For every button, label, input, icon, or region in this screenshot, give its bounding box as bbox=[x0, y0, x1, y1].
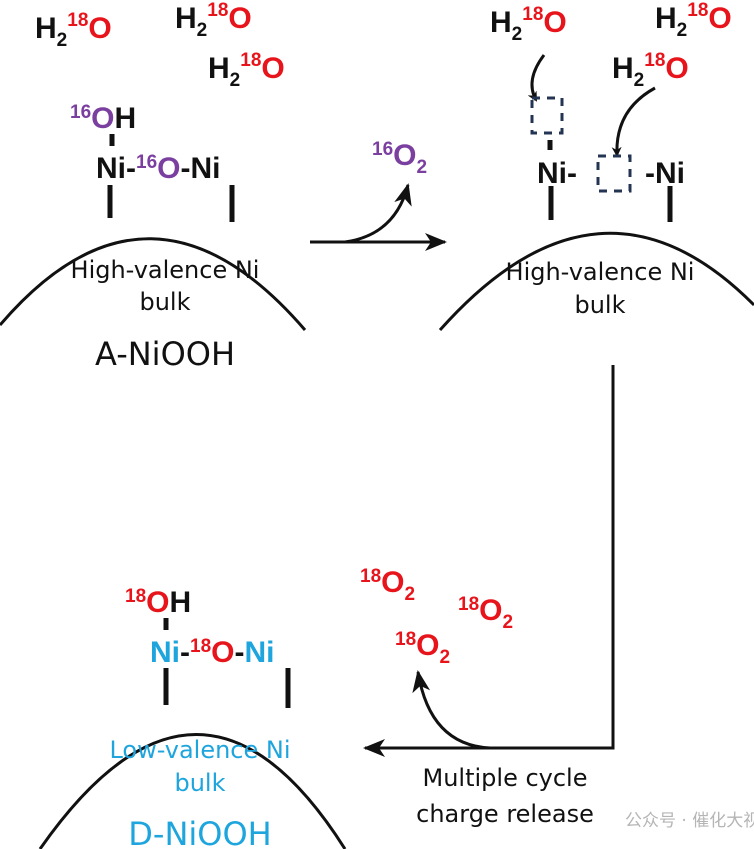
h2-18o-water: H218O bbox=[655, 0, 732, 41]
panel-a-niooh: 16OH Ni-16O-Ni High-valence Ni bulk A-Ni… bbox=[0, 102, 307, 373]
h2-18o-water: H218O bbox=[612, 50, 689, 91]
panel-title: A-NiOOH bbox=[95, 335, 235, 373]
adsorption-arrow bbox=[527, 54, 546, 102]
h2-18o-water: H218O bbox=[175, 0, 252, 41]
release-arrow bbox=[412, 670, 491, 750]
panel-b-vacancies: Ni- -Ni High-valence Ni bulk bbox=[438, 54, 754, 331]
process-label: charge release bbox=[416, 800, 594, 828]
h2-18o-water: H218O bbox=[490, 4, 567, 45]
ni-o-ni-bridge: Ni-18O-Ni bbox=[150, 636, 274, 669]
bulk-label: bulk bbox=[574, 291, 625, 319]
release-arrow bbox=[344, 183, 412, 244]
o18-oxygen-product: 18O2 bbox=[458, 594, 513, 633]
bulk-label: High-valence Ni bbox=[71, 256, 260, 284]
ni-o-ni-bridge: Ni-16O-Ni bbox=[96, 152, 220, 185]
hydroxyl-group: 16OH bbox=[70, 102, 136, 135]
panel-d-niooh: 18OH Ni-18O-Ni Low-valence Ni bulk D-NiO… bbox=[38, 586, 347, 849]
bulk-label: Low-valence Ni bbox=[109, 736, 290, 764]
bulk-label: High-valence Ni bbox=[506, 258, 695, 286]
bulk-label: bulk bbox=[174, 769, 225, 797]
o16-oxygen-product: 16O2 bbox=[372, 139, 427, 178]
watermark: 公众号 · 催化大视界 bbox=[625, 811, 754, 831]
adsorption-arrow bbox=[611, 86, 656, 157]
ni-atom: -Ni bbox=[645, 157, 685, 190]
hydroxyl-group: 18OH bbox=[125, 586, 191, 619]
o18-oxygen-product: 18O2 bbox=[395, 629, 450, 668]
cycle-arrow bbox=[363, 365, 615, 757]
oxygen-vacancy bbox=[530, 96, 564, 135]
bulk-surface-arc bbox=[438, 231, 754, 331]
process-label: Multiple cycle bbox=[423, 764, 588, 792]
oxygen-vacancy bbox=[596, 154, 632, 193]
o18-oxygen-product: 18O2 bbox=[360, 566, 415, 605]
bulk-surface-arc bbox=[0, 237, 307, 331]
h2-18o-water: H218O bbox=[35, 10, 112, 51]
bulk-label: bulk bbox=[139, 288, 190, 316]
ni-atom: Ni- bbox=[537, 157, 577, 190]
panel-title: D-NiOOH bbox=[128, 815, 271, 849]
h2-18o-water: H218O bbox=[208, 50, 285, 91]
bulk-surface-arc bbox=[38, 733, 347, 849]
